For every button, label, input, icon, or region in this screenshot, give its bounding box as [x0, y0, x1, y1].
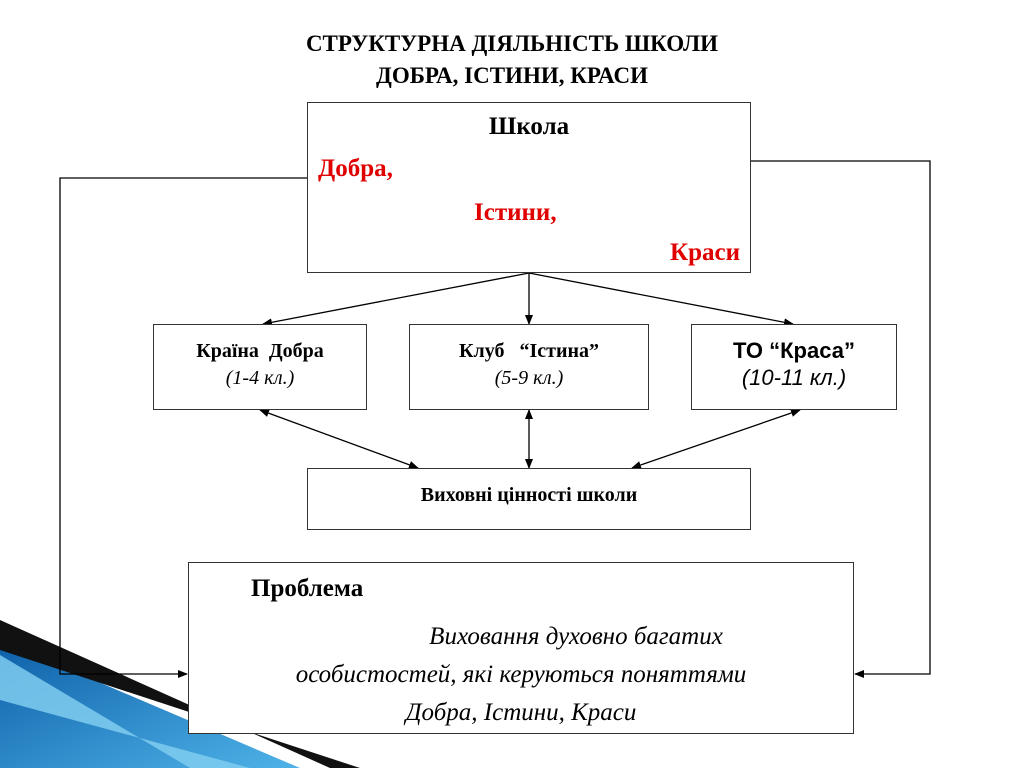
- branch-name: ТО “Краса”: [733, 338, 855, 363]
- school-word-truth: Істини,: [474, 199, 557, 226]
- arrow-to-values: [631, 409, 801, 469]
- school-values-box: Виховні цінності школи: [307, 468, 751, 530]
- school-box: Школа Добра, Істини, Краси: [307, 102, 751, 273]
- branch-name: Країна Добра: [196, 340, 324, 362]
- branch-to-beauty: ТО “Краса” (10-11 кл.): [691, 324, 897, 410]
- school-word-good: Добра,: [318, 155, 393, 182]
- problem-line-3: Добра, Істини, Краси: [405, 699, 637, 726]
- problem-line-2: особистостей, які керуються поняттями: [295, 661, 747, 688]
- arrow-left-loop: [59, 177, 307, 678]
- branch-club-truth: Клуб “Істина” (5-9 кл.): [409, 324, 649, 410]
- branch-grades: (10-11 кл.): [741, 365, 847, 390]
- school-word-beauty: Краси: [669, 239, 740, 266]
- branch-grades: (1-4 кл.): [225, 367, 295, 389]
- title-line-2: ДОБРА, ІСТИНИ, КРАСИ: [376, 63, 648, 88]
- arrow-school-to-country: [262, 272, 530, 327]
- branch-country-of-good: Країна Добра (1-4 кл.): [153, 324, 367, 410]
- branch-name: Клуб “Істина”: [459, 340, 599, 362]
- title-line-1: СТРУКТУРНА ДІЯЛЬНІСТЬ ШКОЛИ: [305, 31, 719, 56]
- school-heading: Школа: [488, 113, 570, 140]
- arrow-right-loop: [751, 160, 931, 678]
- problem-box: Проблема Виховання духовно багатих особи…: [188, 562, 854, 734]
- arrow-school-to-to: [528, 272, 794, 327]
- problem-line-1: Виховання духовно багатих: [429, 623, 723, 650]
- problem-text: Виховання духовно багатих особистостей, …: [189, 618, 853, 732]
- arrow-country-values: [259, 409, 419, 469]
- problem-heading: Проблема: [251, 575, 364, 602]
- branch-grades: (5-9 кл.): [494, 367, 564, 389]
